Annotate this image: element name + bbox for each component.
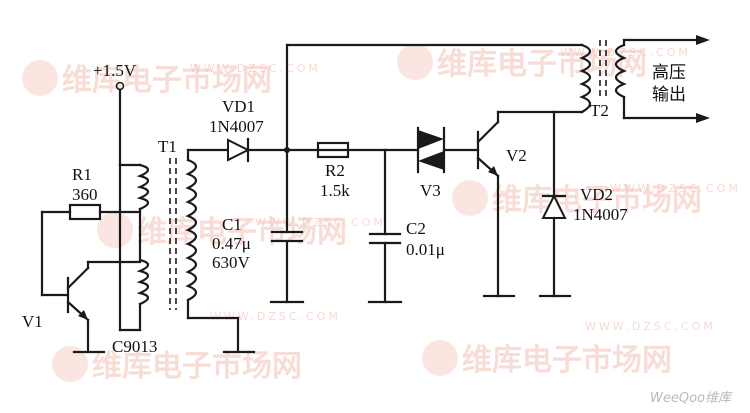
watermark-logo-icon	[397, 44, 433, 80]
diac-v3: V3	[383, 126, 480, 200]
diode-vd1: VD1 1N4007	[209, 97, 387, 163]
t1-upper-winding-icon	[136, 163, 150, 211]
watermark-logo-icon	[52, 346, 88, 382]
watermark-middle: 维库电子市场网 维库电子市场网 WWW.DZSC.COM WWW.DZSC.CO…	[97, 180, 741, 250]
watermark-logo-icon	[97, 212, 133, 248]
v1-part: C9013	[112, 337, 157, 356]
watermark-url: WWW.DZSC.COM	[190, 62, 321, 75]
watermark-logo-icon	[422, 340, 458, 376]
r2-value: 1.5k	[320, 181, 350, 200]
watermark-logo-icon	[22, 60, 58, 96]
c2-label: C2	[406, 219, 426, 238]
r2-body-icon	[316, 141, 350, 159]
watermark-brand-top-right: 维库电子市场网	[437, 47, 647, 82]
watermark-logo-icon	[452, 180, 488, 216]
capacitor-c1: C1 0.47μ 630V	[212, 148, 305, 304]
output-label-line2: 输出	[652, 85, 686, 105]
vd1-diode-icon	[227, 138, 251, 162]
t1-secondary-winding-icon	[185, 158, 198, 302]
watermark-brand-top: 维库电子市场网	[62, 63, 272, 98]
supply-terminal: +1.5V	[93, 61, 142, 167]
watermark-brand-mid: 维库电子市场网	[137, 215, 347, 250]
supply-label: +1.5V	[93, 61, 137, 80]
watermark-url: WWW.DZSC.COM	[585, 320, 716, 333]
output-arrow-icon	[696, 35, 710, 45]
resistor-r1: R1 360	[40, 165, 142, 262]
output-arrow-icon	[696, 113, 710, 123]
diode-vd2: VD2 1N4007	[538, 110, 628, 298]
resistor-r2: R2 1.5k	[316, 141, 350, 200]
vd1-label: VD1	[222, 97, 255, 116]
corner-watermark: WeeQoo维库	[650, 391, 733, 406]
watermark-brand-mid-right: 维库电子市场网	[492, 183, 702, 218]
capacitor-c2: C2 0.01μ	[367, 148, 445, 304]
transformer-t2: T2 高压 输出	[579, 35, 710, 123]
r1-value: 360	[72, 185, 98, 204]
v3-label: V3	[420, 181, 441, 200]
watermark-url: WWW.DZSC.COM	[210, 310, 341, 323]
transformer-t1: T1	[136, 137, 198, 310]
watermark-layer: 维库电子市场网 维库电子市场网 WWW.DZSC.COM WWW.DZSC.CO…	[22, 44, 741, 406]
c1-voltage: 630V	[212, 253, 251, 272]
transistor-v1: V1 C9013	[22, 163, 157, 356]
t1-label: T1	[158, 137, 177, 156]
t1-lower-winding-icon	[136, 258, 150, 306]
v3-diac-lower-icon	[418, 151, 444, 170]
v1-label: V1	[22, 312, 43, 331]
v2-emitter-arrow-icon	[488, 166, 498, 176]
t2-primary-winding-icon	[579, 43, 592, 114]
transistor-v2: V2	[476, 110, 584, 298]
output-label-line1: 高压	[652, 63, 686, 83]
c1-value: 0.47μ	[212, 234, 251, 253]
vd2-part: 1N4007	[573, 205, 628, 224]
watermark-url: WWW.DZSC.COM	[255, 216, 386, 229]
r2-label: R2	[325, 161, 345, 180]
v1-emitter-arrow-icon	[78, 310, 88, 320]
r1-body-icon	[68, 203, 102, 221]
watermark-brand-bottom-right: 维库电子市场网	[462, 343, 672, 378]
c2-value: 0.01μ	[406, 240, 445, 259]
v3-diac-upper-icon	[418, 130, 444, 149]
vd2-label: VD2	[580, 185, 613, 204]
r1-label: R1	[72, 165, 92, 184]
watermark-url: WWW.DZSC.COM	[560, 46, 691, 59]
t2-label: T2	[590, 101, 609, 120]
t2-secondary-winding-icon	[614, 43, 627, 99]
c1-label: C1	[222, 215, 242, 234]
v2-label: V2	[506, 146, 527, 165]
watermark-url: WWW.DZSC.COM	[610, 182, 741, 195]
watermark-top: 维库电子市场网 维库电子市场网 WWW.DZSC.COM WWW.DZSC.CO…	[22, 44, 691, 98]
vd1-part: 1N4007	[209, 117, 264, 136]
watermark-bottom: 维库电子市场网 维库电子市场网 WWW.DZSC.COM WWW.DZSC.CO…	[52, 310, 716, 384]
watermark-brand-bottom: 维库电子市场网	[92, 349, 302, 384]
